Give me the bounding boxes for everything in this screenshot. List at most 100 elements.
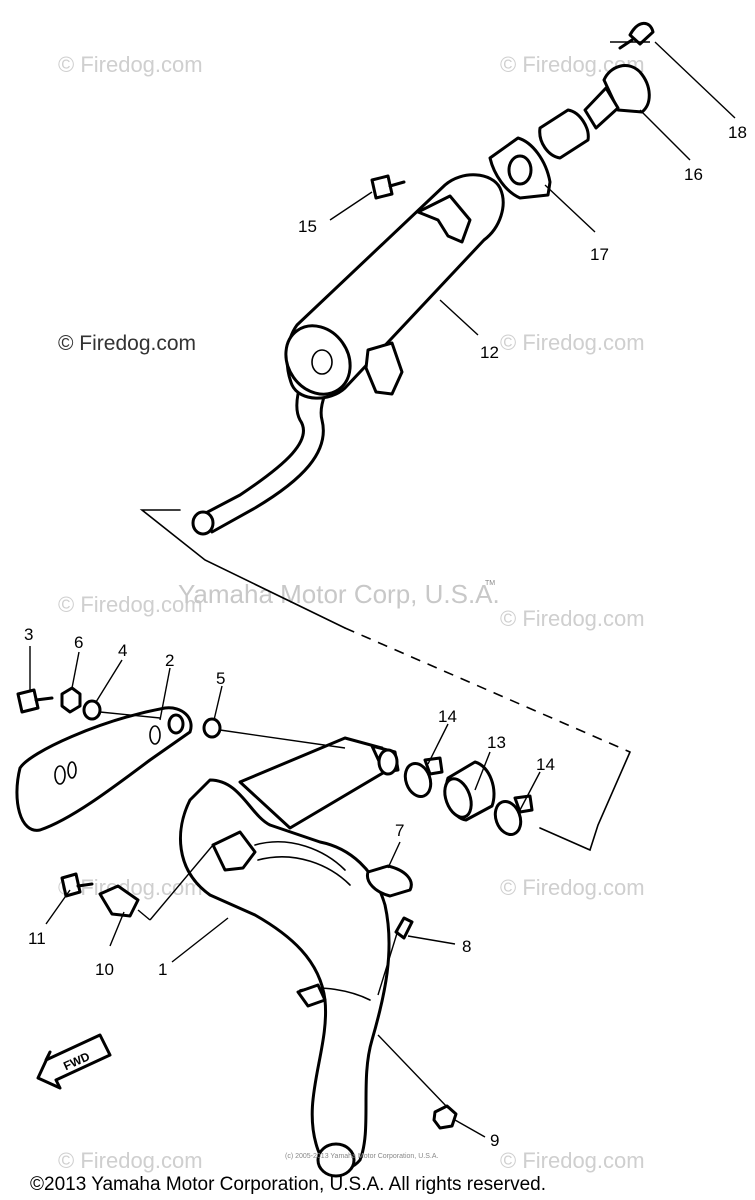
screw-18 — [618, 21, 655, 50]
assembly-line — [137, 909, 151, 921]
leader-line — [387, 841, 401, 869]
assembly-line — [149, 844, 214, 921]
leader-line — [454, 1119, 486, 1138]
stud-8 — [394, 916, 414, 940]
part-label-14: 14 — [438, 707, 457, 726]
leader-line — [654, 41, 736, 119]
bracket-slot — [67, 761, 77, 779]
bolt-head — [370, 174, 394, 200]
assembly-line — [99, 711, 161, 719]
part-label-6: 6 — [74, 633, 83, 652]
leader-line — [519, 771, 541, 811]
watermark: © Firedog.com — [500, 875, 645, 900]
leader-line — [171, 917, 229, 963]
part-label-1: 1 — [158, 960, 167, 979]
silencer-bracket — [416, 194, 472, 244]
leader-line — [45, 889, 71, 925]
chamber-end — [316, 1142, 356, 1178]
leader-line — [639, 109, 691, 161]
clamp-band — [493, 800, 523, 836]
end-cap-flange — [602, 64, 651, 114]
damper-7 — [365, 864, 413, 898]
center-watermark-tm: TM — [485, 580, 495, 587]
bracket-plate — [15, 706, 193, 832]
clamp-14 — [403, 756, 444, 798]
end-cap-tube — [583, 86, 620, 130]
bracket-slot — [54, 765, 66, 785]
leader-line — [544, 184, 596, 233]
leader-line — [95, 659, 123, 703]
watermark: © Firedog.com — [58, 592, 203, 617]
silencer-bracket — [364, 341, 404, 396]
gasket-hole — [507, 154, 533, 186]
watermark: © Firedog.com — [58, 1148, 203, 1173]
footer-copyright: ©2013 Yamaha Motor Corporation, U.S.A. A… — [30, 1174, 546, 1195]
leader-line — [71, 651, 80, 689]
bracket-slot — [149, 725, 161, 745]
part-label-10: 10 — [95, 960, 114, 979]
small-copyright: (c) 2005-2013 Yamaha Motor Corporation, … — [285, 1153, 438, 1160]
clamp-band — [403, 762, 433, 798]
part-label-3: 3 — [24, 625, 33, 644]
chamber-cone — [238, 736, 390, 830]
part-label-16: 16 — [684, 165, 703, 184]
bolt-11 — [60, 872, 94, 898]
chamber-weld-line — [257, 856, 351, 886]
chamber-tab — [296, 983, 327, 1008]
leader-line — [377, 929, 399, 996]
clamp-14b — [493, 794, 534, 836]
screw-head — [628, 21, 655, 46]
end-cap-16 — [538, 64, 651, 160]
part-label-2: 2 — [165, 651, 174, 670]
expansion-chamber-assembly — [179, 736, 400, 1178]
part-label-18: 18 — [728, 123, 747, 142]
assembly-line — [139, 509, 346, 629]
damper-10 — [98, 884, 140, 918]
part-label-5: 5 — [216, 669, 225, 688]
leader-line — [329, 191, 373, 221]
leader-line — [407, 935, 456, 945]
bolt-shank — [388, 180, 406, 188]
chamber-weld-line — [254, 841, 346, 871]
part-label-15: 15 — [298, 217, 317, 236]
assembly-line — [344, 627, 631, 753]
leader-line — [439, 299, 479, 336]
leader-line — [159, 667, 171, 721]
part-label-4: 4 — [118, 641, 127, 660]
watermark: © Firedog.com — [500, 606, 645, 631]
bolt-shank — [34, 696, 54, 702]
washer-4 — [82, 699, 102, 721]
leader-line — [213, 685, 223, 721]
washer-5 — [202, 717, 222, 739]
fwd-arrow-shape — [36, 1033, 112, 1090]
bolt-15 — [370, 174, 406, 200]
leader-line — [109, 911, 125, 947]
part-label-13: 13 — [487, 733, 506, 752]
fwd-arrow: FWD — [36, 1033, 112, 1090]
nut-9 — [432, 1104, 458, 1130]
pipe-end — [191, 510, 215, 536]
part-label-9: 9 — [490, 1131, 499, 1150]
bolt-head — [16, 688, 40, 714]
bolt-3 — [16, 688, 54, 714]
chamber-bracket — [211, 830, 257, 872]
assembly-line — [219, 729, 346, 749]
joint-13 — [443, 760, 496, 822]
end-cap-cylinder — [538, 108, 590, 160]
part-label-11: 11 — [28, 929, 46, 948]
silencer-front-cap — [284, 324, 352, 396]
leader-line — [474, 751, 491, 791]
part-label-12: 12 — [480, 343, 499, 362]
silencer-inlet — [311, 349, 333, 375]
screw-shank — [618, 38, 634, 50]
leader-line — [377, 1034, 449, 1109]
assembly-line — [539, 751, 631, 852]
joint-end — [443, 777, 473, 819]
silencer-inlet-pipe — [198, 353, 342, 534]
bracket-hole — [167, 713, 185, 735]
part-label-14: 14 — [536, 755, 555, 774]
part-label-7: 7 — [395, 821, 404, 840]
silencer-assembly — [191, 173, 505, 536]
part-label-8: 8 — [462, 937, 471, 956]
